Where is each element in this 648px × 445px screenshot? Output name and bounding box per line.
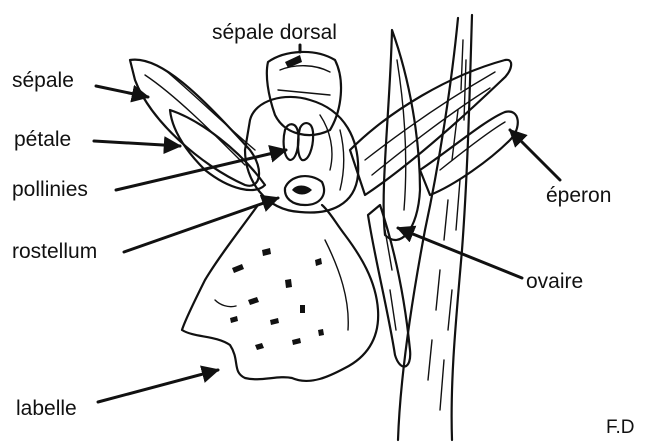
left-sepal bbox=[130, 60, 259, 186]
arrow-petale bbox=[94, 141, 180, 146]
right-sepal bbox=[350, 60, 511, 195]
credit: F.D bbox=[606, 418, 635, 437]
labellum bbox=[182, 205, 378, 381]
label-sepale-dorsal: sépale dorsal bbox=[212, 22, 337, 43]
label-pollinies: pollinies bbox=[12, 179, 88, 200]
label-labelle: labelle bbox=[16, 398, 77, 419]
label-ovaire: ovaire bbox=[526, 271, 583, 292]
stem bbox=[398, 15, 472, 440]
bract bbox=[384, 30, 420, 240]
pointer-arrows bbox=[94, 45, 560, 402]
arrow-rostellum bbox=[124, 198, 278, 252]
arrow-eperon bbox=[510, 130, 560, 180]
label-eperon: éperon bbox=[546, 185, 611, 206]
arrow-labelle bbox=[98, 370, 218, 402]
arrow-pollinies bbox=[116, 150, 286, 190]
label-petale: pétale bbox=[14, 129, 71, 150]
label-rostellum: rostellum bbox=[12, 241, 97, 262]
label-sepale: sépale bbox=[12, 70, 74, 91]
